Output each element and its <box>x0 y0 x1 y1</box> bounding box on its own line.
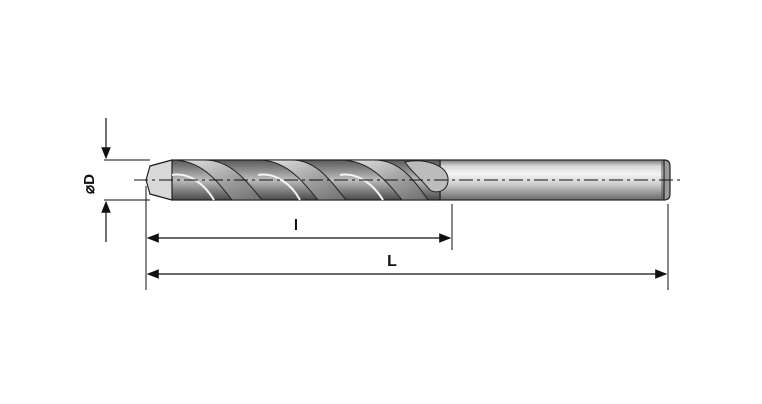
diameter-symbol: ⌀ <box>81 185 98 194</box>
diameter-dimension: ⌀D <box>81 118 150 242</box>
svg-text:⌀D: ⌀D <box>81 174 98 194</box>
flute-length-dimension: l <box>146 217 452 243</box>
overall-length-label: L <box>387 253 397 270</box>
overall-length-dimension: L <box>146 253 668 279</box>
diameter-label: D <box>81 174 98 185</box>
flute-length-label: l <box>294 217 298 234</box>
